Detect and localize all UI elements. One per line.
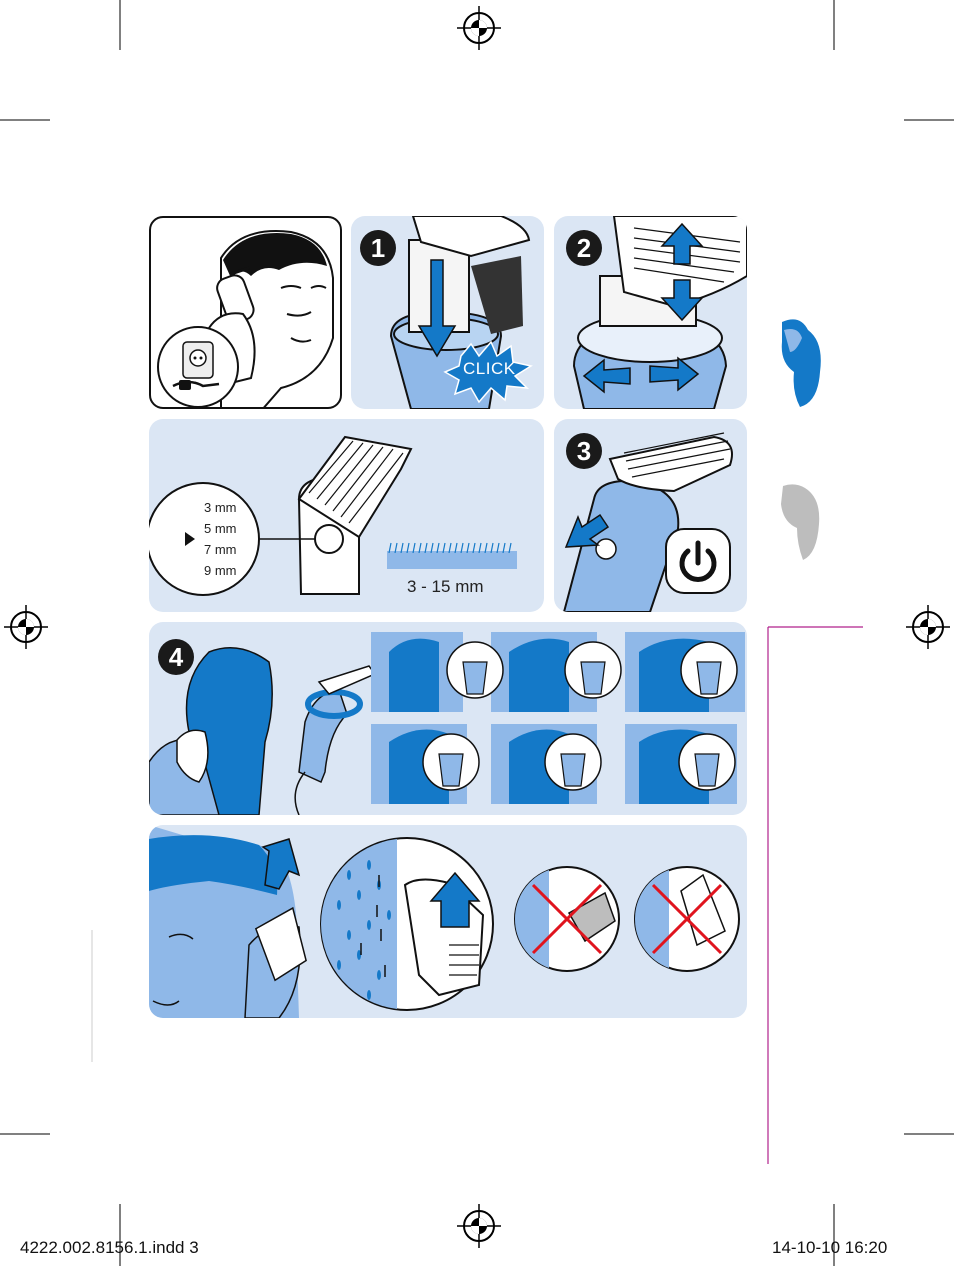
step3-panel: 3: [554, 419, 747, 612]
intro-illustration-panel: [149, 216, 342, 409]
length-range-label: 3 - 15 mm: [407, 577, 484, 596]
footer-date-time: 14-10-10 16:20: [772, 1238, 888, 1257]
step2-panel: 2: [554, 216, 747, 409]
power-icon: [664, 527, 732, 595]
length-settings-panel: 3 mm 5 mm 7 mm 9 mm 3 - 15 mm: [149, 419, 544, 612]
dial-value: 3 mm: [204, 500, 237, 515]
registration-mark-icon: [457, 6, 501, 50]
step-badge: 1: [360, 230, 396, 266]
step-badge: 2: [566, 230, 602, 266]
step-badge: 3: [566, 433, 602, 469]
dial-value: 5 mm: [204, 521, 237, 536]
cross-icon: [529, 881, 605, 957]
socket-inset: [157, 326, 239, 407]
footer-file-info: 4222.002.8156.1.indd 3: [20, 1238, 199, 1257]
registration-mark-icon: [457, 1204, 501, 1248]
technique-panel: [149, 825, 747, 1018]
step-badge: 4: [158, 639, 194, 675]
dial-value: 9 mm: [204, 563, 237, 578]
click-label: CLICK: [463, 359, 516, 378]
step4-panel: 4: [149, 622, 747, 815]
language-tab-gray: [781, 484, 820, 560]
registration-mark-icon: [906, 605, 950, 649]
dial-value-selected: 7 mm: [204, 542, 237, 557]
step1-panel: 1 CLICK: [351, 216, 544, 409]
cross-icon: [649, 881, 725, 957]
hair-stubble: [387, 541, 517, 553]
language-tab-blue: [781, 319, 821, 407]
registration-mark-icon: [4, 605, 48, 649]
